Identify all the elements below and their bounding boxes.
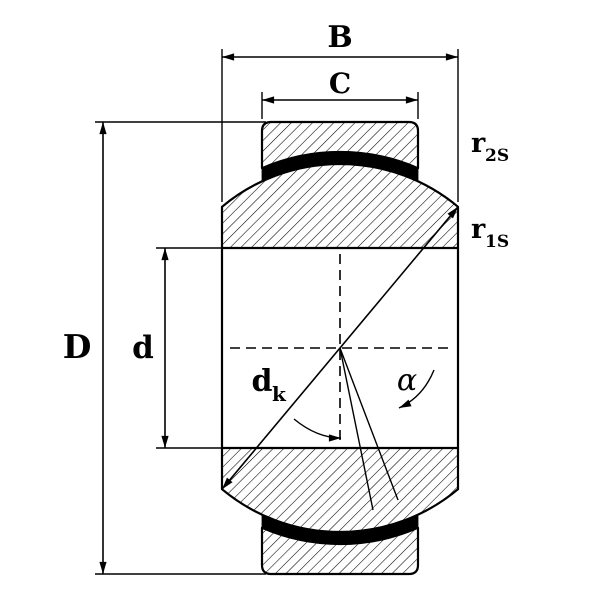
alpha-label: α (397, 363, 417, 398)
r1s-label-subscript: 1S (485, 232, 509, 252)
alpha-arc-arrow-left (293, 418, 342, 442)
tilt-angle-alpha: α (293, 347, 435, 511)
alpha-tilt-line-2 (339, 347, 399, 501)
chamfer-radius-r1s: r 1S (471, 214, 509, 252)
r1s-label: r (471, 214, 486, 245)
chamfer-radius-r2s: r 2S (471, 128, 509, 166)
dimension-D: D (63, 121, 266, 575)
b-label: B (327, 20, 352, 55)
alpha-arc-arrow-right (398, 369, 435, 409)
alpha-tilt-line-1 (339, 347, 374, 511)
inner-ring-top-section (220, 162, 460, 250)
c-label: C (329, 67, 351, 100)
outer-ring-bottom-section (260, 526, 420, 576)
r2s-label: r (471, 128, 486, 159)
dk-label-subscript: k (272, 382, 287, 406)
inner-ring-bottom-section (220, 446, 460, 534)
d-bore-label: d (132, 330, 154, 366)
dk-label: d (252, 364, 273, 399)
dimension-B: B (221, 20, 459, 202)
d-outer-label: D (63, 327, 92, 366)
dimension-d-bore: d (132, 247, 228, 449)
r2s-label-subscript: 2S (485, 146, 509, 166)
dimension-C: C (261, 67, 419, 119)
